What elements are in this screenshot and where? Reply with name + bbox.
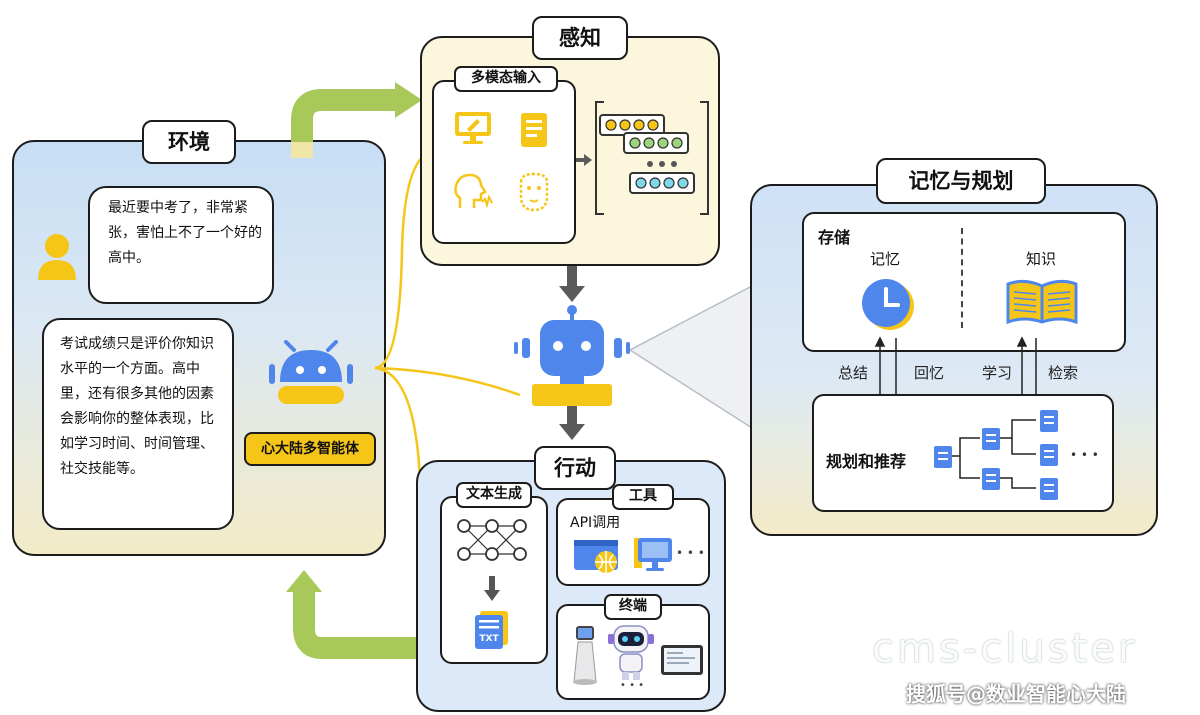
down-arrow-icon <box>484 576 500 601</box>
agent-robot-icon <box>269 340 353 404</box>
storage-divider <box>961 228 963 328</box>
web-api-icon <box>574 540 618 573</box>
user-message-text: 最近要中考了，非常紧张，害怕上不了一个好的高中。 <box>108 200 262 266</box>
retrieve-label: 检索 <box>1048 364 1079 382</box>
planning-label: 规划和推荐 <box>826 452 907 471</box>
flow-arrow-to-perception <box>291 82 422 158</box>
clock-icon <box>862 279 914 330</box>
watermark-source: 搜狐号@数业智能心大陆 <box>906 682 1126 706</box>
user-message-bubble: 最近要中考了，非常紧张，害怕上不了一个好的高中。 <box>88 186 274 304</box>
flow-arrow-from-action <box>286 570 420 659</box>
tablet-icon <box>661 645 703 675</box>
service-robot-icon <box>573 626 597 685</box>
environment-title: 环境 <box>142 120 236 164</box>
summarize-label: 总结 <box>838 364 869 382</box>
knowledge-label: 知识 <box>1026 250 1057 268</box>
text-generation-title: 文本生成 <box>456 482 532 508</box>
user-avatar-icon <box>38 234 76 280</box>
desktop-api-icon <box>634 538 672 571</box>
recall-label: 回忆 <box>914 364 945 382</box>
learn-label: 学习 <box>982 364 1013 382</box>
txt-file-label: TXT <box>479 634 499 644</box>
planning-tree-icon <box>934 410 1058 500</box>
humanoid-robot-icon <box>608 625 654 680</box>
book-icon <box>1006 279 1078 325</box>
multimodal-input-title: 多模态输入 <box>454 66 558 92</box>
txt-file-icon <box>475 611 508 649</box>
monitor-pen-icon <box>455 112 491 144</box>
planning-ellipsis: • • • <box>1070 448 1099 462</box>
api-call-label: API调用 <box>570 515 621 531</box>
terminal-dots: • • • <box>620 680 645 691</box>
action-title: 行动 <box>534 446 616 490</box>
tools-more-dots: • • • <box>676 546 705 560</box>
terminal-title: 终端 <box>604 594 662 620</box>
embedding-vectors-icon <box>576 101 709 215</box>
storage-label: 存储 <box>818 228 851 247</box>
face-recognition-icon <box>519 172 549 212</box>
perception-title: 感知 <box>532 16 628 60</box>
agent-name-badge: 心大陆多智能体 <box>244 432 376 466</box>
document-icon <box>521 113 547 147</box>
central-agent-robot-icon <box>514 305 630 406</box>
agent-reply-text: 考试成绩只是评价你知识水平的一个方面。高中里，还有很多其他的因素会影响你的整体表… <box>60 336 214 477</box>
voice-icon <box>454 173 493 209</box>
neural-network-icon <box>457 519 527 561</box>
tools-title: 工具 <box>612 484 674 510</box>
multimodal-input-box <box>432 80 576 244</box>
watermark-cluster: cms-cluster <box>872 626 1138 672</box>
memory-label: 记忆 <box>870 250 901 268</box>
memory-planning-title: 记忆与规划 <box>876 158 1046 204</box>
agent-reply-bubble: 考试成绩只是评价你知识水平的一个方面。高中里，还有很多其他的因素会影响你的整体表… <box>42 318 234 530</box>
planning-box <box>812 394 1114 512</box>
